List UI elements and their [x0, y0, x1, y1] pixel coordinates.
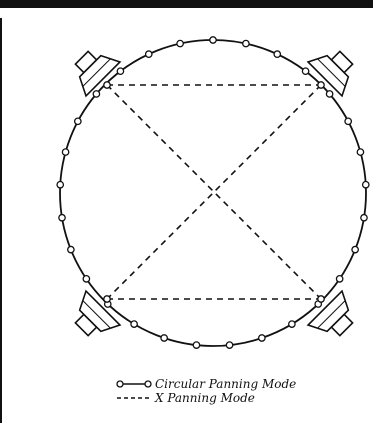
circle-node	[274, 51, 280, 57]
legend: Circular Panning Mode X Panning Mode	[117, 377, 296, 405]
circle-node	[336, 276, 342, 282]
corner-node	[318, 82, 324, 88]
circle-node	[68, 246, 74, 252]
circle-nodes	[57, 37, 369, 349]
legend-x-label: X Panning Mode	[154, 391, 255, 405]
circle-node	[177, 40, 183, 46]
top-right-speaker	[308, 41, 363, 96]
circle-node	[302, 68, 308, 74]
circle-node	[161, 335, 167, 341]
circle-node	[259, 335, 265, 341]
circle-node	[226, 342, 232, 348]
circle-node	[363, 182, 369, 188]
legend-circular-label: Circular Panning Mode	[155, 377, 296, 391]
circle-node	[289, 321, 295, 327]
circle-node	[93, 91, 99, 97]
circle-node	[210, 37, 216, 43]
circle-node	[146, 51, 152, 57]
circle-node	[361, 215, 367, 221]
circle-node	[117, 68, 123, 74]
circle-node	[357, 149, 363, 155]
circle-node	[326, 91, 332, 97]
circle-node	[75, 118, 81, 124]
circle-node	[131, 321, 137, 327]
top-left-speaker	[65, 41, 120, 96]
corner-node	[104, 82, 110, 88]
circle-node	[345, 118, 351, 124]
corner-node	[104, 296, 110, 302]
corner-node	[318, 296, 324, 302]
circle-node	[62, 149, 68, 155]
circle-node	[83, 276, 89, 282]
legend-circular-symbol	[117, 381, 151, 387]
circle-node	[57, 182, 63, 188]
circle-node	[59, 215, 65, 221]
circle-node	[193, 342, 199, 348]
circle-node	[352, 246, 358, 252]
x-panning-lines	[107, 85, 321, 299]
circle-node	[243, 40, 249, 46]
